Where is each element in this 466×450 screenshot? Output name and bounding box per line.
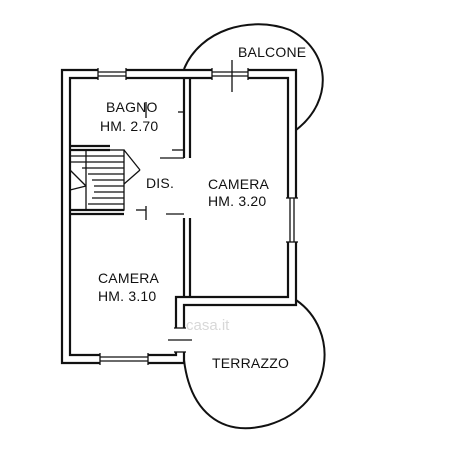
- terrazzo-outline: [183, 299, 326, 430]
- camera-right-name: CAMERA: [208, 176, 270, 192]
- window-top-left: [97, 68, 127, 80]
- window-right: [286, 197, 298, 243]
- bagno-height: HM. 2.70: [100, 118, 158, 134]
- camera-right-height: HM. 3.20: [208, 193, 266, 209]
- dis-label: DIS.: [146, 175, 174, 191]
- balcone-label: BALCONE: [238, 44, 306, 60]
- camera-left-height: HM. 3.10: [98, 288, 156, 304]
- camera-left-name: CAMERA: [98, 270, 160, 286]
- bagno-name: BAGNO: [106, 99, 158, 115]
- door-terrazzo: [168, 327, 192, 353]
- terrazzo-label: TERRAZZO: [212, 355, 289, 371]
- exterior-walls: [60, 68, 298, 365]
- watermark: casa.it: [186, 317, 230, 334]
- window-bottom: [99, 353, 149, 365]
- window-top-balcone: [211, 60, 249, 92]
- balcone-outline: [183, 23, 324, 131]
- staircase: [69, 149, 141, 211]
